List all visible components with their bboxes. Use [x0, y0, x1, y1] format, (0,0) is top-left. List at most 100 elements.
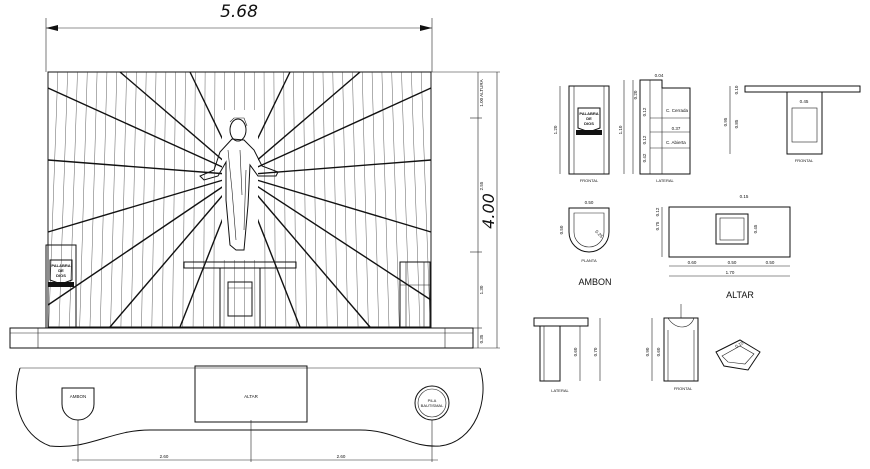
wall-slat: [58, 71, 68, 328]
dim-lower: 1.30: [479, 285, 484, 294]
wall-slat: [100, 71, 108, 328]
ambon-note-open: C. Abierta: [666, 140, 686, 145]
ambon-panel-line-2: DE: [58, 268, 64, 273]
pila-angle-dim: 0.15: [734, 340, 745, 349]
wall-slat: [172, 71, 176, 328]
wall-ray-board: [239, 71, 361, 176]
ambon-lateral-label: LATERAL: [656, 178, 674, 183]
wall-slat: [110, 71, 117, 328]
ambon-frontal-label: FRONTAL: [580, 178, 599, 183]
pila-front-dim-2: 0.60: [656, 347, 661, 356]
wall-ray-board: [47, 174, 241, 233]
wall-ray-board: [239, 174, 371, 328]
wall-slat: [151, 71, 157, 328]
ambon-frontal-dim: 1.20: [553, 125, 558, 134]
altar-side-dim-3: 0.85: [734, 119, 739, 128]
ambon-detail-plan: 0.50 0.25 0.50 PLANTA AMBON: [559, 200, 612, 287]
ambon-lat-dim-3: 0.12: [642, 107, 647, 116]
pila-detail-frontal: 0.90 0.60 FRONTAL: [645, 304, 699, 391]
plan-view: ALTAR AMBON PILA BAUTISMAL 2.60 2.60: [15, 365, 484, 462]
wall-ray-board: [47, 174, 241, 306]
ambon-detail-panel-3: DIOS: [584, 121, 594, 126]
altar-side-dim-2: 0.10: [734, 85, 739, 94]
wall-slat: [89, 71, 98, 328]
wall-slat: [391, 71, 400, 328]
altar-plan-dim-6: 0.50: [766, 260, 775, 265]
wall-slat: [131, 71, 137, 328]
altar-plan-dim-5: 0.50: [728, 260, 737, 265]
wall-ray-board: [109, 174, 241, 328]
wall-ray-board: [239, 87, 432, 176]
wall-slat: [332, 71, 338, 328]
ambon-lat-dim-2: 0.20: [633, 90, 638, 99]
altar-side-dim-1: 0.95: [723, 117, 728, 126]
wall-slat: [263, 71, 266, 328]
wall-ray-board: [239, 159, 432, 176]
wall-ray-board: [239, 174, 432, 233]
ambon-lat-dim-5: 0.37: [672, 126, 681, 131]
altar-plan-dim-1: 0.75: [655, 221, 660, 230]
altar-plan-dim-4: 0.60: [688, 260, 697, 265]
plan-pila-label-2: BAUTISMAL: [421, 403, 444, 408]
wall-slat: [161, 71, 167, 328]
wall-ray-board: [47, 87, 241, 176]
plan-pila-label-1: PILA: [428, 398, 437, 403]
wall-slat: [381, 71, 390, 328]
wall-slat: [411, 71, 421, 328]
ambon-plan-dim-3: 0.50: [559, 225, 564, 234]
wall-slat: [312, 71, 318, 328]
altar-plan-dim-3: 0.45: [753, 224, 758, 233]
wall-slat: [283, 71, 287, 328]
wall-slat: [420, 71, 431, 328]
wall-slat: [293, 71, 297, 328]
wall-slat: [322, 71, 328, 328]
wall-slat: [362, 71, 369, 328]
ambon-planta-label: PLANTA: [581, 258, 597, 263]
pila-frontal-label: FRONTAL: [674, 386, 693, 391]
ambon-lat-dim-7: 0.42: [642, 153, 647, 162]
wall-slat: [401, 71, 410, 328]
pila-detail-lateral: 0.70 0.60 LATERAL: [533, 317, 601, 393]
wall-slat: [192, 71, 196, 328]
altar-plan-dim-8: 0.15: [740, 194, 749, 199]
dim-base: 0.35: [479, 334, 484, 343]
altar-plan-dim-2: 0.12: [655, 207, 660, 216]
dim-mid: 2.55: [479, 181, 484, 190]
ambon-note-closed: C. Cerrada: [666, 108, 689, 113]
wall-slat: [371, 71, 379, 328]
wall-ray-board: [119, 71, 241, 176]
altar-plan-dim-7: 1.70: [726, 270, 735, 275]
wall-slat: [141, 71, 147, 328]
ambon-lat-dim-4: 1.10: [618, 125, 623, 134]
pila-detail-angle: 0.15: [715, 339, 761, 371]
ambon-detail-frontal: PALABRA DE DIOS 1.20 FRONTAL: [553, 85, 610, 183]
width-dimension-label: 5.68: [220, 2, 258, 22]
plan-ambon-label: AMBON: [70, 394, 87, 399]
pila-front-dim-1: 0.90: [645, 347, 650, 356]
ambon-lat-dim-6: 0.12: [642, 135, 647, 144]
ambon-lat-dim-1: 0.04: [655, 73, 664, 78]
ambon-section-title: AMBON: [578, 277, 611, 287]
altar-top-dim-1: 0.45: [800, 99, 809, 104]
wall-slat: [342, 71, 348, 328]
christ-figure: [199, 110, 279, 260]
ambon-detail-panel-1: PALABRA: [579, 111, 598, 116]
pila-lat-dim-1: 0.70: [593, 347, 598, 356]
height-dimension-label: 4.00: [479, 193, 498, 229]
wall-slat: [213, 71, 216, 328]
plan-ambon: [61, 387, 95, 421]
ambon-plan-dim-2: 0.25: [594, 229, 604, 239]
platform: [9, 327, 474, 349]
wall-slat: [79, 71, 88, 328]
pila-lat-dim-2: 0.60: [573, 347, 578, 356]
main-elevation: 5.68 PALABRA DE: [9, 2, 500, 349]
wall-slat: [273, 71, 276, 328]
ambon-plan-dim-1: 0.50: [585, 200, 594, 205]
altar-detail-side: 0.95 0.10 0.85 0.45 FRONTAL: [723, 85, 861, 163]
wall-slat: [182, 71, 186, 328]
ambon-detail-lateral: 0.04 0.20 0.12 1.10 0.37 0.12 0.42 C. Ce…: [618, 73, 691, 183]
altar-frontal-label: FRONTAL: [795, 158, 814, 163]
wall-ray-board: [239, 174, 432, 301]
wall-slat: [352, 71, 359, 328]
